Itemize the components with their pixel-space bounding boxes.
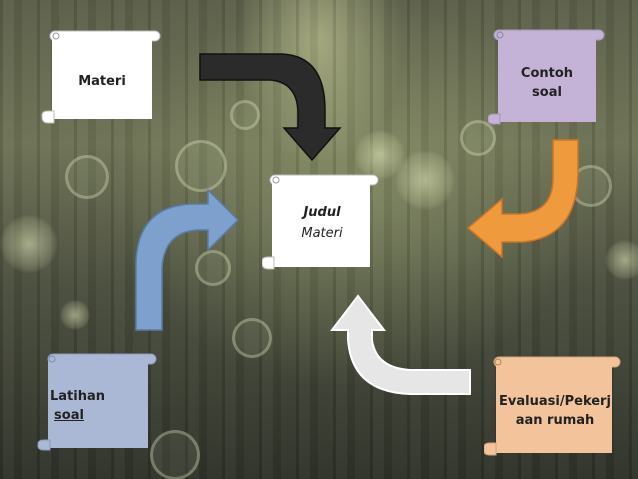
node-contoh-label-2: soal [532,85,562,100]
scroll-shape [484,356,621,456]
arrow-latihan-to-judul [135,188,240,331]
scroll-shape [37,353,157,451]
node-evaluasi-label-2: aan rumah [515,413,595,428]
node-judul-label-1: Judul [303,205,341,220]
node-judul-label-2: Materi [301,226,343,241]
node-materi: Materi [40,27,162,125]
node-evaluasi-label-1: Evaluasi/Pekerj [499,394,611,409]
node-latihan-soal: Latihan soal [36,352,158,452]
scroll-shape [41,30,161,124]
node-contoh-soal: Contoh soal [488,28,606,126]
node-evaluasi: Evaluasi/Pekerj aan rumah [484,355,622,457]
scroll-shape [488,29,605,125]
arrow-contoh-to-judul [466,139,579,259]
arrow-materi-to-judul [199,53,342,162]
node-contoh-label-1: Contoh [520,66,574,81]
node-latihan-label-1: Latihan [50,389,106,404]
arrow-evaluasi-to-judul [329,294,471,395]
node-judul-materi: Judul Materi [262,173,380,271]
scroll-shape [262,174,379,270]
node-latihan-label-2[interactable]: soal [54,408,84,423]
node-materi-label: Materi [78,74,126,89]
